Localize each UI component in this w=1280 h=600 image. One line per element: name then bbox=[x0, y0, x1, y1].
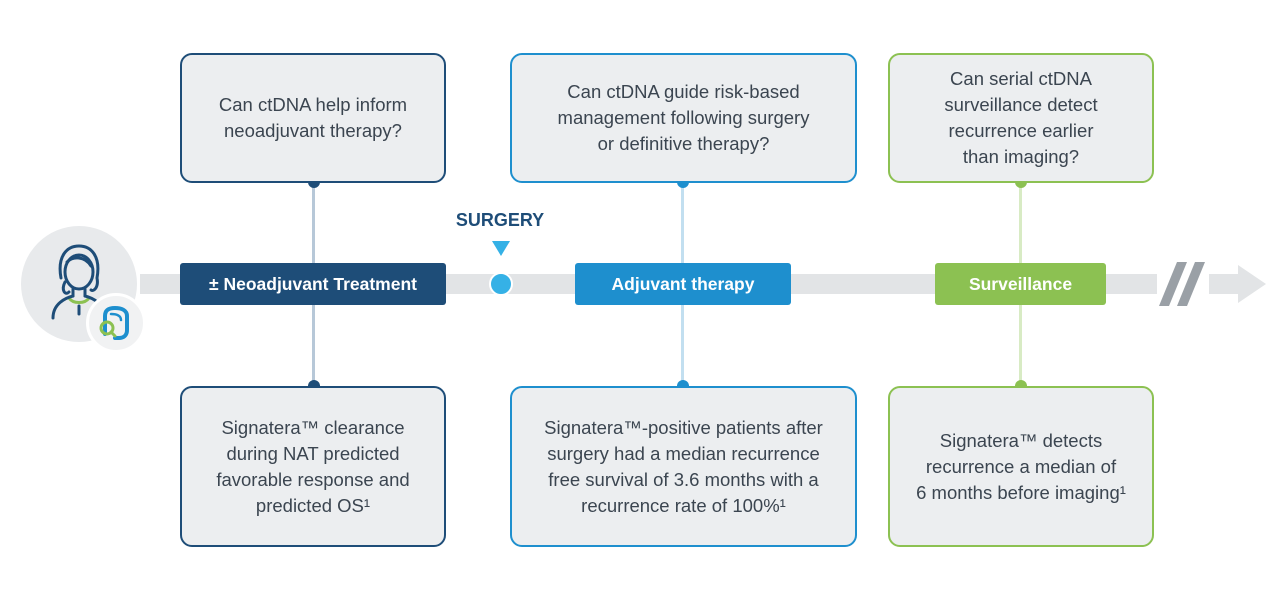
finding-text: Signatera™ detects recurrence a median o… bbox=[916, 429, 1126, 503]
colon-icon bbox=[86, 293, 146, 353]
finding-box-neoadjuvant: Signatera™ clearance during NAT predicte… bbox=[180, 386, 446, 547]
finding-box-adjuvant: Signatera™-positive patients after surge… bbox=[510, 386, 857, 547]
finding-box-surveillance: Signatera™ detects recurrence a median o… bbox=[888, 386, 1154, 547]
question-box-adjuvant: Can ctDNA guide risk-based management fo… bbox=[510, 53, 857, 183]
phase-label-adjuvant: Adjuvant therapy bbox=[575, 263, 791, 305]
phase-label-neoadjuvant: ± Neoadjuvant Treatment bbox=[180, 263, 446, 305]
question-box-surveillance: Can serial ctDNA surveillance detect rec… bbox=[888, 53, 1154, 183]
person-icon bbox=[51, 244, 107, 320]
question-text: Can ctDNA guide risk-based management fo… bbox=[557, 81, 810, 154]
finding-text: Signatera™ clearance during NAT predicte… bbox=[216, 416, 410, 516]
question-text: Can serial ctDNA surveillance detect rec… bbox=[944, 68, 1098, 167]
intestine-icon bbox=[99, 305, 129, 340]
timeline-arrow-icon bbox=[1238, 265, 1266, 303]
question-text: Can ctDNA help inform neoadjuvant therap… bbox=[218, 94, 408, 141]
surgery-marker-icon bbox=[492, 241, 510, 256]
question-box-neoadjuvant: Can ctDNA help inform neoadjuvant therap… bbox=[180, 53, 446, 183]
surgery-label: SURGERY bbox=[455, 210, 545, 230]
timeline-break-icon bbox=[1157, 262, 1209, 306]
surgery-dot bbox=[489, 272, 513, 296]
phase-label-surveillance: Surveillance bbox=[935, 263, 1106, 305]
finding-text: Signatera™-positive patients after surge… bbox=[544, 416, 823, 516]
